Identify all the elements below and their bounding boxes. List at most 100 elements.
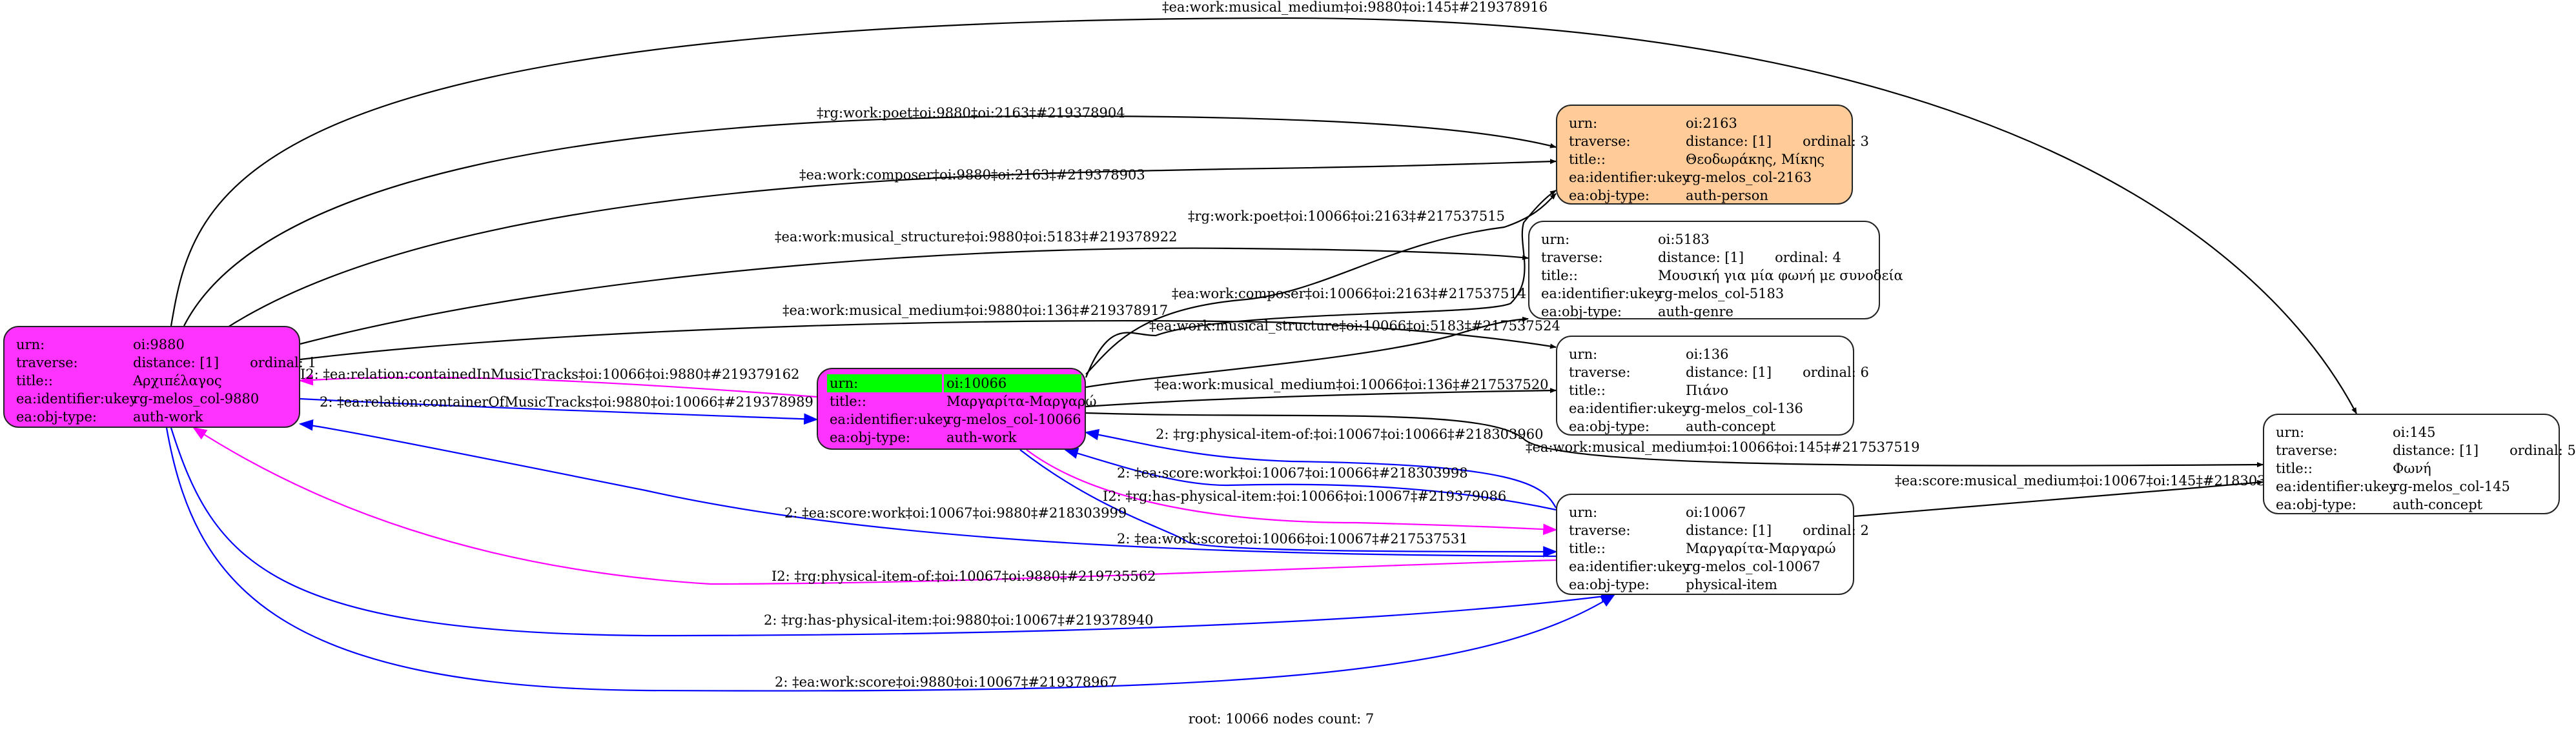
edge-label: 2: ‡ea:score:work‡oi:10067‡oi:10066‡#218…	[1117, 465, 1468, 481]
field-key: title::	[16, 373, 53, 388]
edge-n9880-to-n10066	[300, 398, 819, 425]
edge-label: I2: ‡rg:physical-item-of:‡oi:10067‡oi:98…	[772, 569, 1156, 584]
node-oi-145[interactable]: urn:oi:145 traverse:distance: [1]ordinal…	[2263, 414, 2576, 514]
node-field-obj-type: ea:obj-type:auth-genre	[1538, 303, 1879, 321]
field-value-ordinal: ordinal: 3	[1803, 134, 1869, 149]
node-field-traverse: traverse:distance: [1]ordinal: 1	[14, 354, 316, 372]
edge-n10067-to-n145	[1854, 479, 2264, 518]
edge-n9880-to-n5183	[300, 247, 1529, 345]
node-oi-2163[interactable]: urn:oi:2163 traverse: distance: [1] ordina…	[1556, 105, 1869, 205]
node-field-traverse: traverse:distance: [1]ordinal: 2	[1566, 521, 1869, 539]
node-field-title: title::Αρχιπέλαγος	[14, 372, 299, 390]
field-value: rg-melos_col-10067	[1686, 559, 1821, 574]
edge-n9880-to-n2163	[222, 159, 1557, 331]
edge-label: ‡ea:work:musical_structure‡oi:10066‡oi:5…	[1149, 318, 1560, 334]
edge-label: ‡ea:work:composer‡oi:10066‡oi:2163‡#2175…	[1172, 286, 1526, 301]
field-value: auth-person	[1686, 188, 1768, 203]
field-value-ordinal: ordinal: 4	[1775, 250, 1841, 265]
field-value: rg-melos_col-145	[2393, 479, 2510, 494]
field-value: rg-melos_col-5183	[1658, 286, 1784, 301]
field-key: ea:obj-type:	[830, 430, 910, 445]
field-key: urn:	[1569, 347, 1598, 362]
node-field-title: title::Πιάνο	[1566, 381, 1853, 399]
field-value: Θεοδωράκης, Μίκης	[1686, 152, 1825, 167]
field-value-ordinal: ordinal: 2	[1803, 523, 1869, 538]
field-value: distance: [1]	[1686, 523, 1772, 538]
field-key: ea:obj-type:	[16, 409, 97, 425]
field-value: distance: [1]	[1686, 365, 1772, 380]
field-key: traverse:	[1569, 134, 1631, 149]
edge-label: I2: ‡ea:relation:containedInMusicTracks‡…	[300, 367, 799, 382]
node-oi-10067[interactable]: urn:oi:10067 traverse:distance: [1]ordin…	[1556, 494, 1869, 595]
field-key: title::	[1569, 383, 1606, 398]
edge-label: ‡ea:work:musical_structure‡oi:9880‡oi:51…	[775, 229, 1177, 245]
field-value: oi:145	[2393, 425, 2436, 440]
edge-label: ‡rg:work:poet‡oi:10066‡oi:2163‡#21753751…	[1188, 208, 1505, 224]
field-value: Μαργαρίτα-Μαργαρώ	[1686, 541, 1836, 556]
edge-n10067-to-n9880	[298, 419, 1557, 558]
node-field-urn: urn: oi:136	[1566, 345, 1853, 363]
edge-label: I2: ‡rg:has-physical-item:‡oi:10066‡oi:1…	[1103, 488, 1506, 504]
field-value: physical-item	[1686, 577, 1777, 592]
field-value: distance: [1]	[1658, 250, 1744, 265]
field-value: Πιάνο	[1686, 383, 1729, 398]
edge-label: 2: ‡rg:physical-item-of:‡oi:10067‡oi:100…	[1156, 427, 1544, 442]
node-field-obj-type: ea:obj-type:physical-item	[1566, 576, 1853, 594]
node-field-urn: urn:oi:2163	[1566, 114, 1852, 132]
node-oi-136[interactable]: urn: oi:136 traverse: distance: [1] ordinal…	[1556, 336, 1869, 436]
node-field-obj-type: ea:obj-type: auth-person	[1566, 186, 1852, 205]
field-value: oi:9880	[133, 337, 185, 352]
field-value: auth-concept	[1686, 419, 1776, 434]
edge-n9880-to-n10067	[170, 427, 1616, 637]
field-value: Αρχιπέλαγος	[133, 373, 222, 388]
edge-n10066-to-n2163	[1085, 193, 1557, 375]
node-oi-9880[interactable]: urn:oi:9880 traverse:distance: [1]ordina…	[3, 326, 316, 428]
edge-n10067-to-n9880	[192, 427, 1557, 585]
field-key: title::	[1569, 152, 1606, 167]
field-value: oi:5183	[1658, 232, 1710, 247]
node-field-urn: urn:oi:10066	[827, 374, 1085, 392]
field-key: traverse:	[1541, 250, 1603, 265]
node-field-title: title::Μαργαρίτα-Μαργαρώ	[827, 392, 1096, 410]
field-value: rg-melos_col-136	[1686, 401, 1803, 416]
edge-n9880-to-n2163	[183, 115, 1557, 327]
edge-n10066-to-n136	[1085, 388, 1557, 408]
edge-n10066-to-n9880	[298, 374, 817, 398]
edge-n10066-to-n5183	[1085, 316, 1529, 388]
field-key: ea:identifier:ukey	[16, 391, 138, 407]
field-value: oi:2163	[1686, 116, 1737, 131]
field-key: title::	[2276, 461, 2313, 476]
node-field-traverse: traverse:distance: [1]ordinal: 5	[2273, 441, 2576, 459]
field-value-ordinal: ordinal: 6	[1803, 365, 1869, 380]
edge-n9880-to-n145	[170, 17, 2357, 414]
node-field-title: title::Φωνή	[2273, 459, 2559, 478]
edge-label: 2: ‡ea:work:score‡oi:9880‡oi:10067‡#2193…	[775, 674, 1117, 690]
node-field-traverse: traverse: distance: [1] ordinal: 6	[1566, 363, 1869, 381]
edge-n10066-to-n10067	[1026, 449, 1558, 536]
field-value: distance: [1]	[1686, 134, 1772, 149]
edge-label: 2: ‡ea:work:score‡oi:10066‡oi:10067‡#217…	[1117, 531, 1468, 547]
field-key: traverse:	[1569, 365, 1631, 380]
field-key: ea:identifier:ukey	[2276, 479, 2397, 494]
node-field-urn: urn: oi:5183	[1538, 230, 1879, 248]
field-key: ea:obj-type:	[1569, 188, 1650, 203]
field-key: ea:identifier:ukey	[1569, 401, 1690, 416]
field-value: auth-concept	[2393, 497, 2483, 512]
edge-n10066-to-n2163	[1085, 190, 1557, 378]
field-value: auth-work	[133, 409, 203, 425]
edge-n10066-to-n10067	[1019, 449, 1558, 558]
node-oi-10066-root[interactable]: urn:oi:10066 title::Μαργαρίτα-Μαργαρώ ea…	[817, 368, 1096, 450]
node-oi-5183[interactable]: urn: oi:5183 traverse: distance: [1] ordina…	[1528, 221, 1903, 321]
field-key: urn:	[1541, 232, 1570, 247]
edge-label: ‡rg:work:poet‡oi:9880‡oi:2163‡#219378904	[817, 105, 1125, 121]
field-value: oi:136	[1686, 347, 1729, 362]
field-key: title::	[1569, 541, 1606, 556]
field-key: ea:obj-type:	[2276, 497, 2356, 512]
